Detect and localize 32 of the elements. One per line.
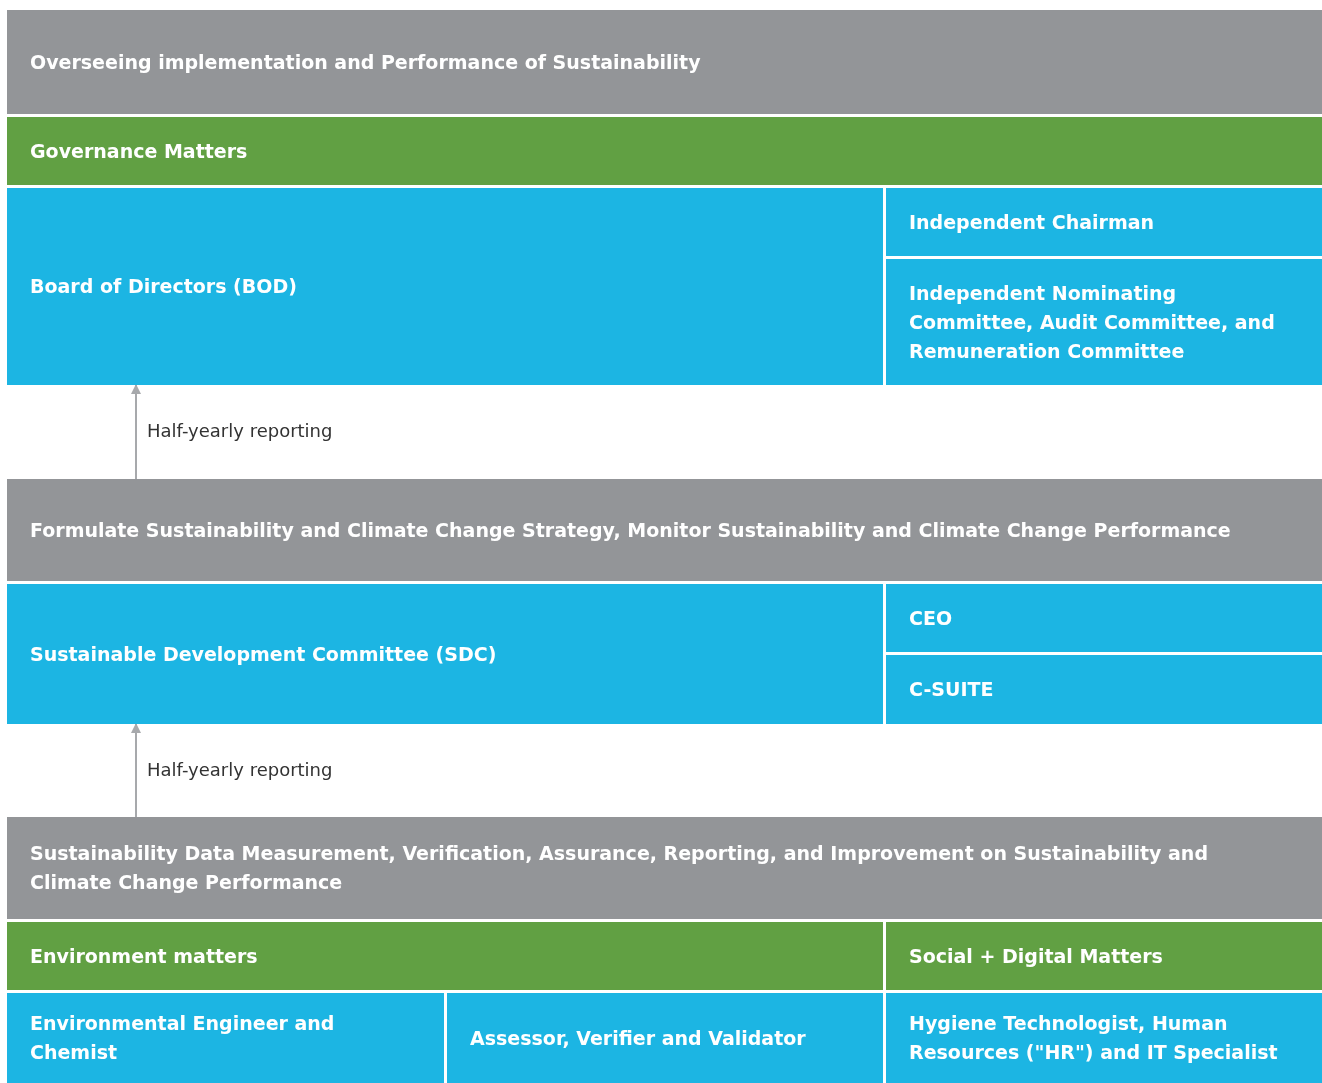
header-band <box>7 817 1322 919</box>
body-box <box>7 188 883 385</box>
member-box <box>886 993 1322 1083</box>
box-label: Environment matters <box>30 943 258 969</box>
box-label: Sustainable Development Committee (SDC) <box>30 641 497 667</box>
box-label: C-SUITE <box>909 677 994 702</box>
box-label: Hygiene Technologist, Human Resources ("HR") and IT Specialist <box>909 1011 1279 1065</box>
category-band <box>886 922 1322 990</box>
header-band <box>7 10 1322 114</box>
member-box <box>447 993 883 1083</box>
arrow <box>131 723 141 818</box>
box-label: Formulate Sustainability and Climate Change Strategy, Monitor Sustainability and Climate Change Performance <box>30 517 1231 543</box>
header-band <box>7 479 1322 581</box>
body-box <box>7 584 883 724</box>
box-label: CEO <box>909 605 953 631</box>
box-label: Assessor, Verifier and Validator <box>470 1025 806 1051</box>
box-label: Social + Digital Matters <box>909 943 1163 969</box>
category-band <box>7 922 883 990</box>
box-label: Sustainability Data Measurement, Verification, Assurance, Reporting, and Improvement on Sustainability and Climate Change Performance <box>30 841 1209 895</box>
box-label: Environmental Engineer and Chemist <box>30 1011 336 1065</box>
category-band <box>7 117 1322 185</box>
member-box <box>7 993 444 1083</box>
member-box <box>886 188 1322 256</box>
box-label: Board of Directors (BOD) <box>30 274 297 299</box>
member-box <box>886 584 1322 652</box>
box-label: Overseeing implementation and Performance of Sustainability <box>30 49 701 75</box>
box-label: Independent Chairman <box>909 209 1155 235</box>
member-box <box>886 259 1322 385</box>
box-label: Independent Nominating Committee, Audit Committee, and Remuneration Committee <box>909 280 1276 364</box>
box-label: Governance Matters <box>30 138 248 164</box>
arrow <box>131 384 141 480</box>
member-box <box>886 655 1322 724</box>
